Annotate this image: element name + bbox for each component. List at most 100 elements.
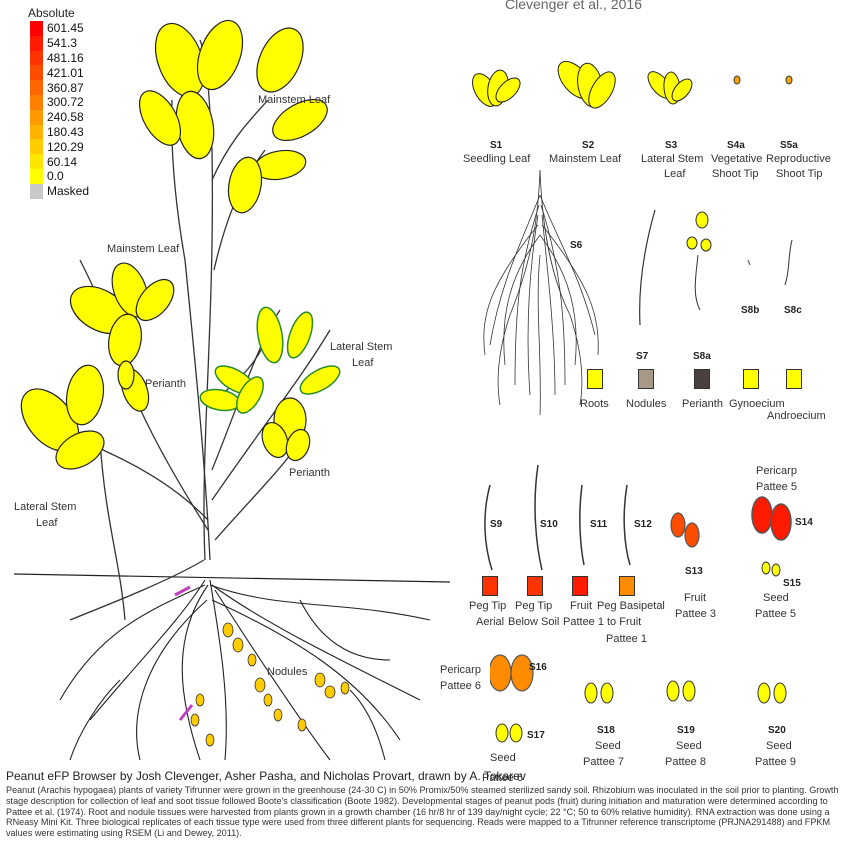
s15-seed-pattee-5-shape [762, 562, 780, 576]
s3-lateral-stem-leaf-shape [644, 68, 696, 105]
label-mainstem-leaf-top: Mainstem Leaf [258, 93, 330, 107]
s13-fruit-pattee-3-shape [671, 513, 699, 547]
s10-peg-tip-below-soil-shape [535, 465, 542, 570]
s8a-perianth-shape [687, 212, 711, 310]
s5a-shoot-tip-shape [786, 76, 792, 84]
citation: Clevenger et al., 2016 [505, 0, 642, 12]
sample-name-s15-2: Pattee 5 [755, 608, 796, 621]
label-lateral-stem-leaf-right-1: Lateral Stem [330, 340, 392, 354]
sample-name-s9-2: Aerial [476, 616, 504, 629]
sample-id-s18: S18 [597, 725, 615, 736]
label-lateral-stem-leaf-left-1: Lateral Stem [14, 500, 76, 514]
swatch-s10 [527, 576, 543, 596]
sample-id-s14: S14 [795, 517, 813, 528]
label-perianth-right: Perianth [289, 466, 330, 480]
label-pattee-5: Pattee 5 [756, 481, 797, 494]
sample-id-s4a: S4a [727, 140, 745, 151]
s18-seed-pattee-7-shape [585, 683, 613, 703]
sample-name-s13-2: Pattee 3 [675, 608, 716, 621]
sample-id-s19: S19 [677, 725, 695, 736]
sample-name-s15-1: Seed [763, 592, 789, 605]
s8c-androecium-shape [785, 240, 792, 285]
s2-mainstem-leaf-shape [552, 60, 621, 112]
sample-name-s13-1: Fruit [684, 592, 706, 605]
sample-id-s9: S9 [490, 519, 502, 530]
sample-id-s17: S17 [527, 730, 545, 741]
s12-peg-basipetal-shape [624, 485, 630, 565]
lateral-stem-leaf-right [199, 305, 344, 417]
sample-id-s13: S13 [685, 566, 703, 577]
sample-name-s17-1: Seed [490, 752, 516, 765]
label-pericarp-6: Pericarp [440, 664, 481, 677]
sample-name-s18-2: Pattee 7 [583, 756, 624, 769]
root-nodules [191, 623, 349, 746]
s19-seed-pattee-8-shape [667, 681, 695, 701]
roots [60, 580, 430, 760]
sample-id-s1: S1 [490, 140, 502, 151]
swatch-s11 [572, 576, 588, 596]
label-pattee-6: Pattee 6 [440, 680, 481, 693]
swatch-s12 [619, 576, 635, 596]
sample-id-s6: S6 [570, 240, 582, 251]
s7-nodule-root-shape [640, 210, 655, 325]
s20-seed-pattee-9-shape [758, 683, 786, 703]
label-mainstem-leaf-left: Mainstem Leaf [107, 242, 179, 256]
sample-id-s8a: S8a [693, 351, 711, 362]
label-nodules: Nodules [267, 665, 307, 679]
sample-id-s10: S10 [540, 519, 558, 530]
label-lateral-stem-leaf-right-2: Leaf [352, 356, 373, 370]
sample-name-s12-1: Peg Basipetal [597, 600, 665, 613]
swatch-s6 [587, 369, 603, 389]
s1-seedling-leaf-shape [467, 69, 524, 111]
sample-name-s12-2: to Fruit [607, 616, 641, 629]
sample-name-s9-1: Peg Tip [469, 600, 506, 613]
sample-name-s11-2: Pattee 1 [563, 616, 604, 629]
sample-id-s5a: S5a [780, 140, 798, 151]
mainstem-leaf-left [62, 258, 181, 368]
lateral-stem-leaf-left [10, 362, 111, 477]
sample-id-s15: S15 [783, 578, 801, 589]
sample-name-s18-1: Seed [595, 740, 621, 753]
s14-pericarp-pattee-5-shape [752, 497, 791, 540]
sample-name-s19-1: Seed [676, 740, 702, 753]
sample-name-s7: Nodules [626, 398, 666, 411]
top-row-thumbnails [460, 60, 840, 140]
mainstem-leaf-top [131, 14, 334, 215]
label-perianth-top: Perianth [145, 377, 186, 391]
sample-id-s8b: S8b [741, 305, 759, 316]
sample-name-s19-2: Pattee 8 [665, 756, 706, 769]
caption-body: Peanut (Arachis hypogaea) plants of vari… [6, 785, 844, 839]
swatch-s8c [786, 369, 802, 389]
sample-name-s10-2: Below Soil [508, 616, 559, 629]
sample-name-s10-1: Peg Tip [515, 600, 552, 613]
swatch-s9 [482, 576, 498, 596]
sample-id-s16: S16 [529, 662, 547, 673]
s8b-gynoecium-shape [748, 260, 750, 265]
sample-name-s17-2: Pattee 6 [482, 772, 523, 785]
sample-id-s3: S3 [665, 140, 677, 151]
s6-root-system-shape [484, 170, 598, 415]
sample-name-s8a: Perianth [682, 398, 723, 411]
sample-name-s11-1: Fruit [570, 600, 592, 613]
sample-name-s8c: Androecium [767, 410, 826, 423]
label-lateral-stem-leaf-left-2: Leaf [36, 516, 57, 530]
sample-id-s11: S11 [590, 519, 607, 530]
swatch-s8a [694, 369, 710, 389]
plant-illustration [0, 0, 460, 770]
s16-pericarp-pattee-6-shape [490, 655, 533, 691]
s17-seed-pattee-6-shape [496, 724, 522, 742]
swatch-s8b [743, 369, 759, 389]
sample-id-s20: S20 [768, 725, 786, 736]
sample-name-s20-2: Pattee 9 [755, 756, 796, 769]
sample-id-s7: S7 [636, 351, 648, 362]
sample-id-s2: S2 [582, 140, 594, 151]
s4a-shoot-tip-shape [734, 76, 740, 84]
swatch-s7 [638, 369, 654, 389]
sample-name-s20-1: Seed [766, 740, 792, 753]
sample-id-s8c: S8c [784, 305, 802, 316]
s11-fruit-pattee-1-shape [580, 485, 584, 565]
soil-line [14, 574, 450, 582]
caption-title: Peanut eFP Browser by Josh Clevenger, As… [6, 769, 526, 783]
label-pericarp-5: Pericarp [756, 465, 797, 478]
sample-id-s12: S12 [634, 519, 652, 530]
